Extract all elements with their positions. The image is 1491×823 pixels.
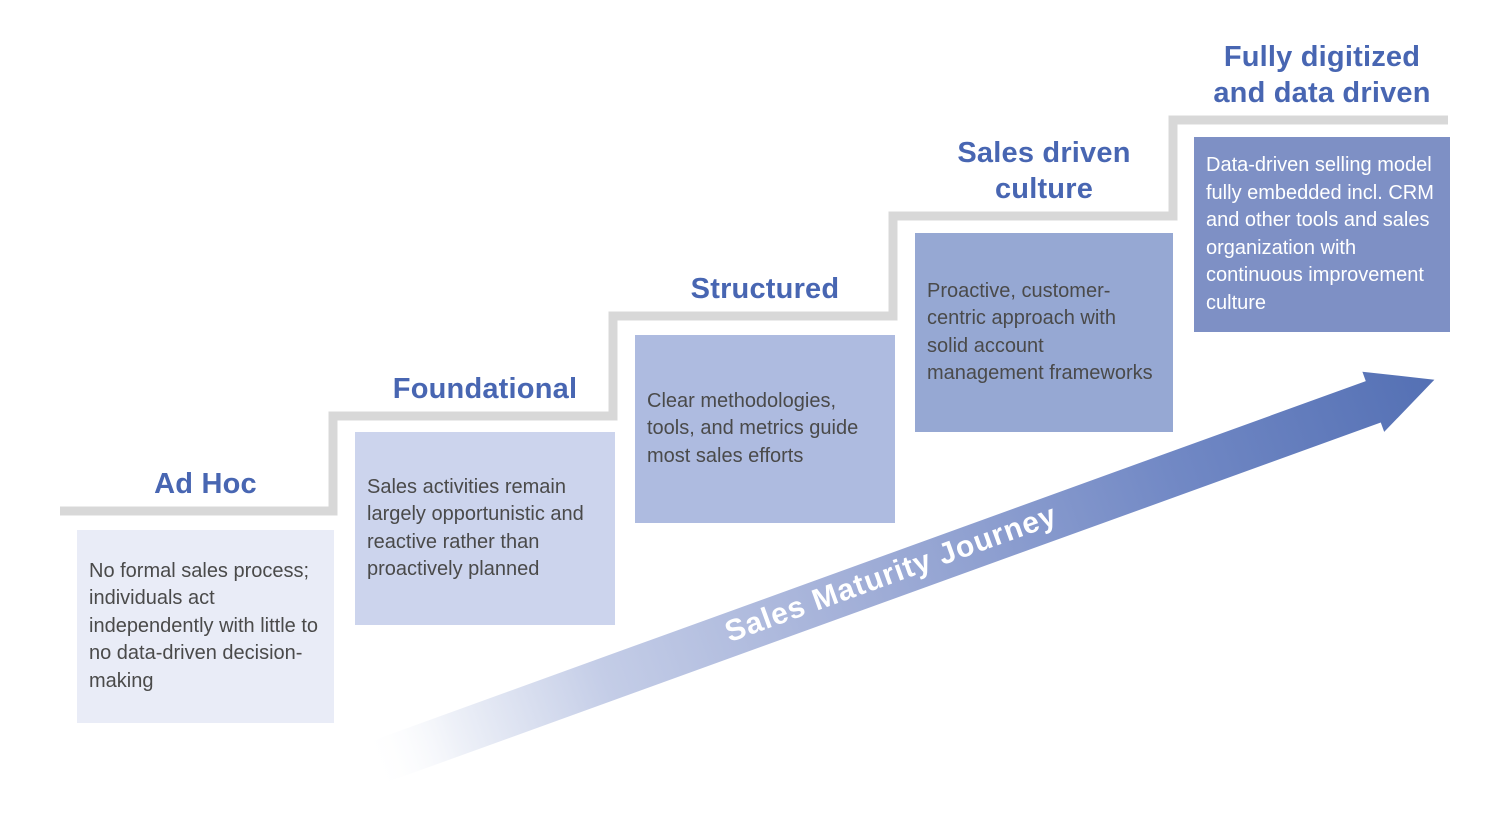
stage-3-title: Structured <box>690 273 840 305</box>
stage-5-title: Fully digitized and data driven <box>1213 41 1431 109</box>
stage-1-description: No formal sales process; individuals act… <box>89 559 319 692</box>
stage-4-box: Proactive, customer-centric approach wit… <box>915 233 1173 432</box>
stage-3-description: Clear methodologies, tools, and metrics … <box>647 389 859 467</box>
stage-1-title: Ad Hoc <box>154 468 257 500</box>
stage-2-box: Sales activities remain largely opportun… <box>355 432 615 625</box>
stage-5-description: Data-driven selling model fully embedded… <box>1206 154 1434 314</box>
stage-2-description: Sales activities remain largely opportun… <box>367 475 584 581</box>
stage-4-description: Proactive, customer-centric approach wit… <box>927 279 1153 385</box>
stage-4-title: Sales driven culture <box>957 137 1131 205</box>
stage-1-box: No formal sales process; individuals act… <box>77 530 334 723</box>
stage-2-title: Foundational <box>392 373 578 405</box>
staircase-line <box>60 115 1448 516</box>
stage-3-box: Clear methodologies, tools, and metrics … <box>635 335 895 523</box>
maturity-arrow-shape <box>362 371 1435 786</box>
stage-5-box: Data-driven selling model fully embedded… <box>1194 137 1450 332</box>
